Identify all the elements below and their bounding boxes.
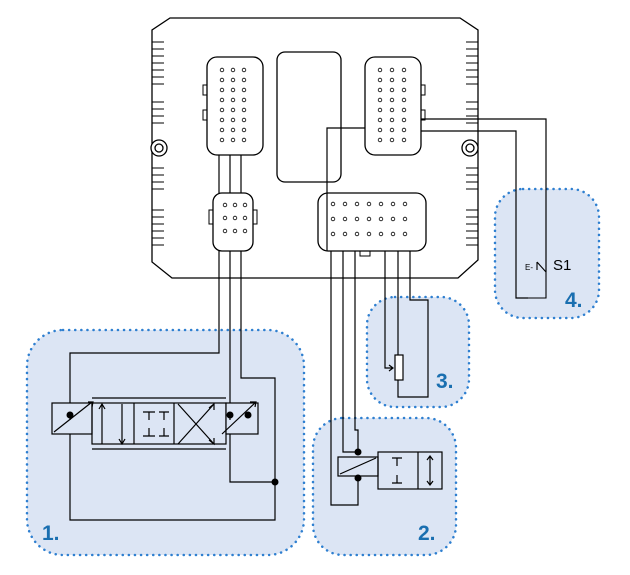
switch-s1 [528, 261, 547, 299]
solenoid-junctions [354, 448, 362, 482]
group-1-region [25, 328, 306, 557]
connector-center-wide [317, 192, 427, 257]
left-cooling-fins [152, 41, 164, 246]
wires [69, 118, 547, 521]
connector-right-upper [364, 56, 426, 156]
group-3-region [365, 295, 471, 409]
connector-left-large [202, 56, 264, 156]
center-window [276, 51, 342, 183]
potentiometer [384, 345, 404, 381]
switch-label: S1 [553, 257, 571, 274]
connector-left-small [208, 192, 258, 252]
right-cooling-fins [466, 41, 478, 246]
group-4-label: 4. [565, 289, 583, 312]
valve-junctions [66, 411, 279, 486]
group-4-region [493, 187, 601, 320]
group-1-label: 1. [42, 522, 60, 545]
group-3-label: 3. [436, 370, 454, 393]
group-2-label: 2. [418, 522, 436, 545]
controller-unit [150, 17, 479, 279]
solenoid-valve [337, 451, 443, 490]
switch-prefix: E- [525, 263, 533, 272]
